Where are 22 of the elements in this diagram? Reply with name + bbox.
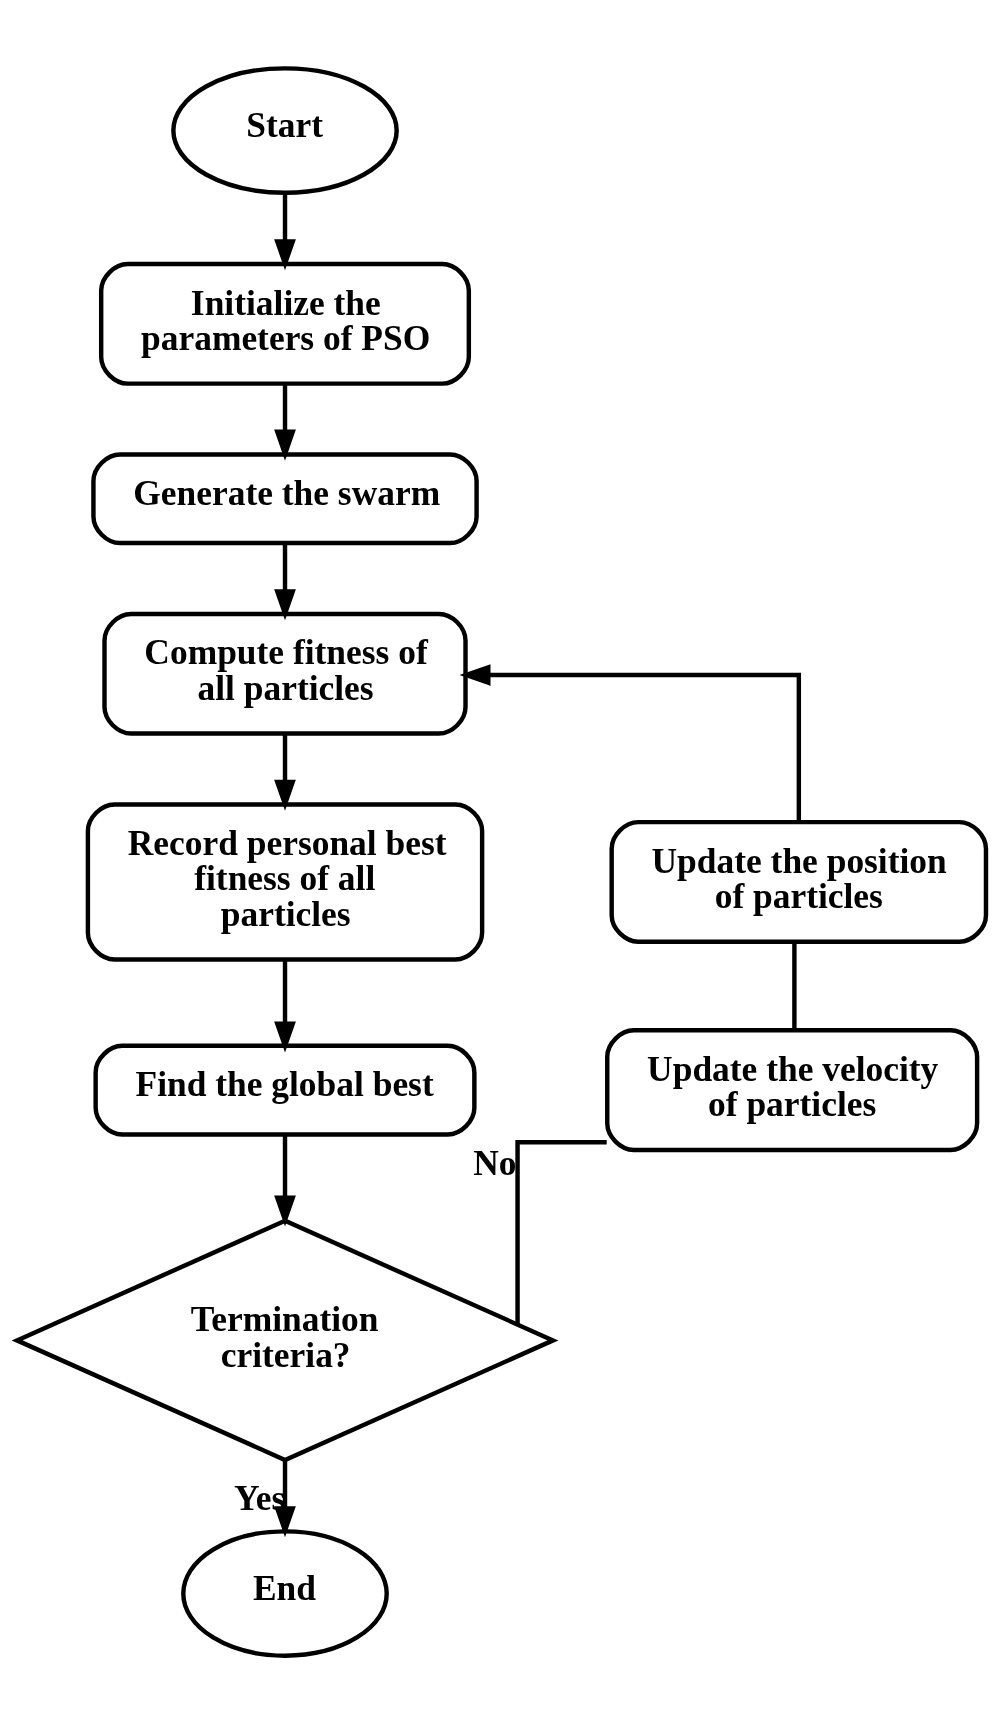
- arrow: [274, 384, 296, 461]
- edge-label: Yes: [234, 1478, 286, 1519]
- connector: [515, 1140, 607, 1325]
- node-ellipse: End: [181, 1529, 389, 1658]
- arrow: [274, 959, 296, 1053]
- node-box: Compute fitness of all particles: [102, 611, 468, 736]
- arrow: [274, 733, 296, 811]
- arrow: [274, 543, 296, 621]
- edge-label: No: [473, 1142, 517, 1183]
- node-ellipse: Start: [171, 66, 399, 195]
- node-box: Update the position of particles: [609, 819, 989, 944]
- node-box: Record personal best fitness of all particles: [85, 802, 485, 962]
- arrow: [274, 193, 296, 271]
- connector: [792, 942, 797, 1030]
- node-box: Find the global best: [93, 1043, 477, 1137]
- node-box: Generate the swarm: [91, 452, 479, 546]
- arrow: [274, 1134, 296, 1227]
- node-diamond: Termination criteria?: [11, 1218, 559, 1463]
- arrow: [274, 1460, 296, 1538]
- node-box: Update the velocity of particles: [605, 1028, 980, 1153]
- arrow: [459, 664, 802, 823]
- node-box: Initialize the parameters of PSO: [98, 261, 472, 386]
